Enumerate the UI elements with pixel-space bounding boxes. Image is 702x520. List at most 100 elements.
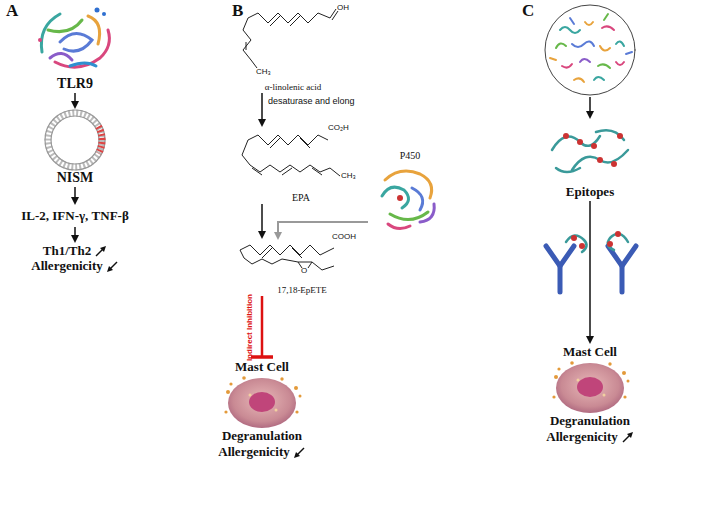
p450-enzyme — [420, 204, 434, 222]
mast-cell — [623, 395, 626, 398]
nism-plasmid — [48, 113, 102, 167]
epa-structure — [312, 168, 322, 175]
p450-enzyme — [390, 212, 428, 220]
flow-arrow — [586, 97, 594, 119]
node-text: Allergenicity — [218, 445, 289, 460]
epete-structure — [240, 250, 298, 264]
protein-pool — [562, 64, 572, 68]
mast-cell — [552, 361, 629, 413]
epa-structure — [248, 135, 328, 145]
increase-arrow — [100, 246, 106, 252]
flow-node: α-linolenic acid — [226, 4, 360, 92]
tlr9-protein — [88, 16, 100, 44]
linolenic-acid-structure — [243, 9, 338, 68]
mast-cell — [554, 375, 558, 379]
arrow-connector — [71, 187, 79, 205]
epa-structure — [242, 135, 340, 176]
mast-cell — [608, 362, 611, 365]
chemical-label: COOH — [332, 233, 356, 241]
inhibition-connector — [251, 296, 273, 357]
increase-arrow — [94, 245, 107, 258]
epete-structure — [298, 262, 312, 263]
protein-pool — [572, 41, 594, 47]
mast-cell — [577, 379, 580, 382]
mast-cell — [552, 395, 555, 398]
connector-line — [261, 204, 263, 233]
flow-arrow — [586, 111, 594, 119]
increase-arrow — [627, 432, 633, 438]
linolenic-acid-structure — [270, 16, 280, 26]
mast-cell — [557, 367, 560, 370]
mast-cell — [226, 390, 230, 394]
nism-plasmid — [45, 110, 105, 170]
protein-pool — [602, 26, 614, 30]
mast-cell — [622, 371, 626, 375]
protein-pool — [616, 62, 624, 65]
node-text: Mast Cell — [235, 360, 289, 375]
flow-node: TLR9 — [20, 4, 130, 92]
protein-pool — [616, 41, 624, 46]
linolenic-acid-structure — [243, 18, 257, 68]
protein-pool — [570, 18, 574, 24]
linolenic-acid-structure — [290, 16, 300, 26]
protein-pool — [585, 22, 593, 25]
text-row: Allergenicity — [546, 430, 633, 445]
node-text: Allergenicity — [546, 430, 617, 445]
epete-structure — [240, 245, 334, 270]
mast-cell — [242, 376, 246, 380]
protein-pool — [560, 27, 580, 33]
p450-enzyme — [388, 224, 410, 229]
protein-pool — [545, 5, 635, 95]
epitope-strands — [617, 133, 623, 139]
mast-cell — [299, 395, 302, 398]
antibody-pair — [615, 231, 621, 237]
mast-cell — [249, 394, 252, 397]
epitope-strands — [596, 130, 624, 140]
mast-cell — [275, 409, 278, 412]
epitope-strands — [563, 133, 623, 167]
epa-structure — [252, 168, 262, 175]
flow-arrow — [589, 97, 591, 112]
decrease-arrow — [293, 446, 306, 459]
decrease-arrow — [106, 260, 119, 273]
mast-cell — [229, 382, 232, 385]
protein-pool — [556, 43, 566, 48]
node-text: α-linolenic acid — [265, 82, 321, 92]
chemical-label: CO₂H — [328, 124, 349, 132]
epa-structure — [282, 168, 292, 175]
tlr9-protein — [48, 20, 82, 32]
connector-line — [74, 93, 76, 103]
arrow-head — [586, 336, 594, 344]
epitope-strands — [556, 168, 580, 172]
protein-pool — [598, 64, 610, 68]
panel-letter: A — [6, 2, 18, 19]
flow-node: P450 — [368, 150, 452, 230]
arrow-head — [71, 235, 79, 243]
antibody-pair — [560, 246, 574, 266]
antibody-pair — [607, 241, 613, 247]
protein-pool — [594, 77, 604, 80]
connector-line — [261, 93, 263, 121]
linolenic-acid-structure — [330, 9, 336, 18]
chemical-label: CH₃ — [341, 172, 356, 180]
panel-letter: C — [522, 2, 534, 19]
decrease-arrow — [294, 452, 300, 458]
arrow-connector — [274, 222, 368, 240]
mast-cell — [224, 376, 301, 428]
text-row: Allergenicity — [218, 445, 305, 460]
decrease-arrow — [110, 262, 117, 269]
chemical-label: CH₃ — [256, 68, 271, 76]
arrow-head — [71, 101, 79, 109]
node-text: Degranulation — [550, 414, 630, 429]
tlr9-protein — [38, 8, 110, 68]
arrow-connector — [586, 201, 594, 344]
mast-cell — [224, 410, 227, 413]
antibody-pair — [566, 235, 587, 252]
nism-plasmid — [51, 116, 99, 164]
arrow-head — [71, 197, 79, 205]
edge-label: desaturase and elong — [268, 97, 355, 106]
edge-label: Indirect Inhibition — [246, 294, 254, 361]
text-row: Allergenicity — [31, 259, 118, 274]
antibody-pair — [608, 246, 622, 292]
